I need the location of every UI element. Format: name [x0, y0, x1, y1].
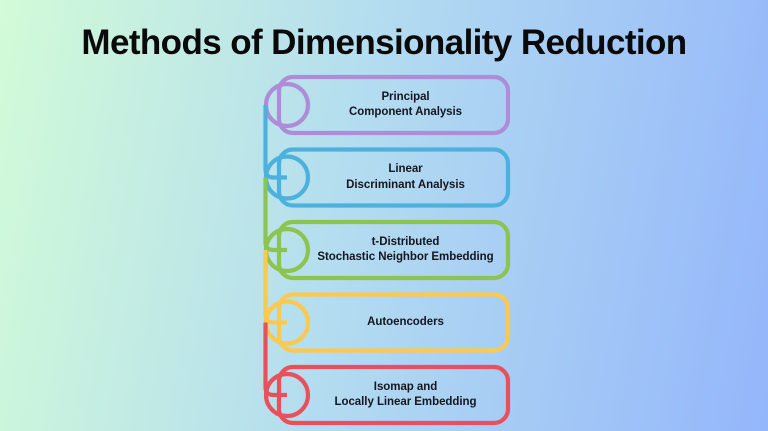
node-box-lda [276, 147, 511, 208]
circle-marker-pca [263, 81, 311, 129]
node-box-isomap-lle [276, 364, 511, 426]
circle-marker-isomap-lle [263, 371, 311, 419]
node-box-tsne [276, 219, 511, 281]
node-box-pca [276, 74, 511, 136]
node-box-autoencoders [276, 292, 511, 353]
page-title: Methods of Dimensionality Reduction [81, 23, 687, 62]
flow-node-isomap-lle[interactable] [263, 322, 511, 426]
flow-node-pca[interactable] [263, 74, 511, 136]
